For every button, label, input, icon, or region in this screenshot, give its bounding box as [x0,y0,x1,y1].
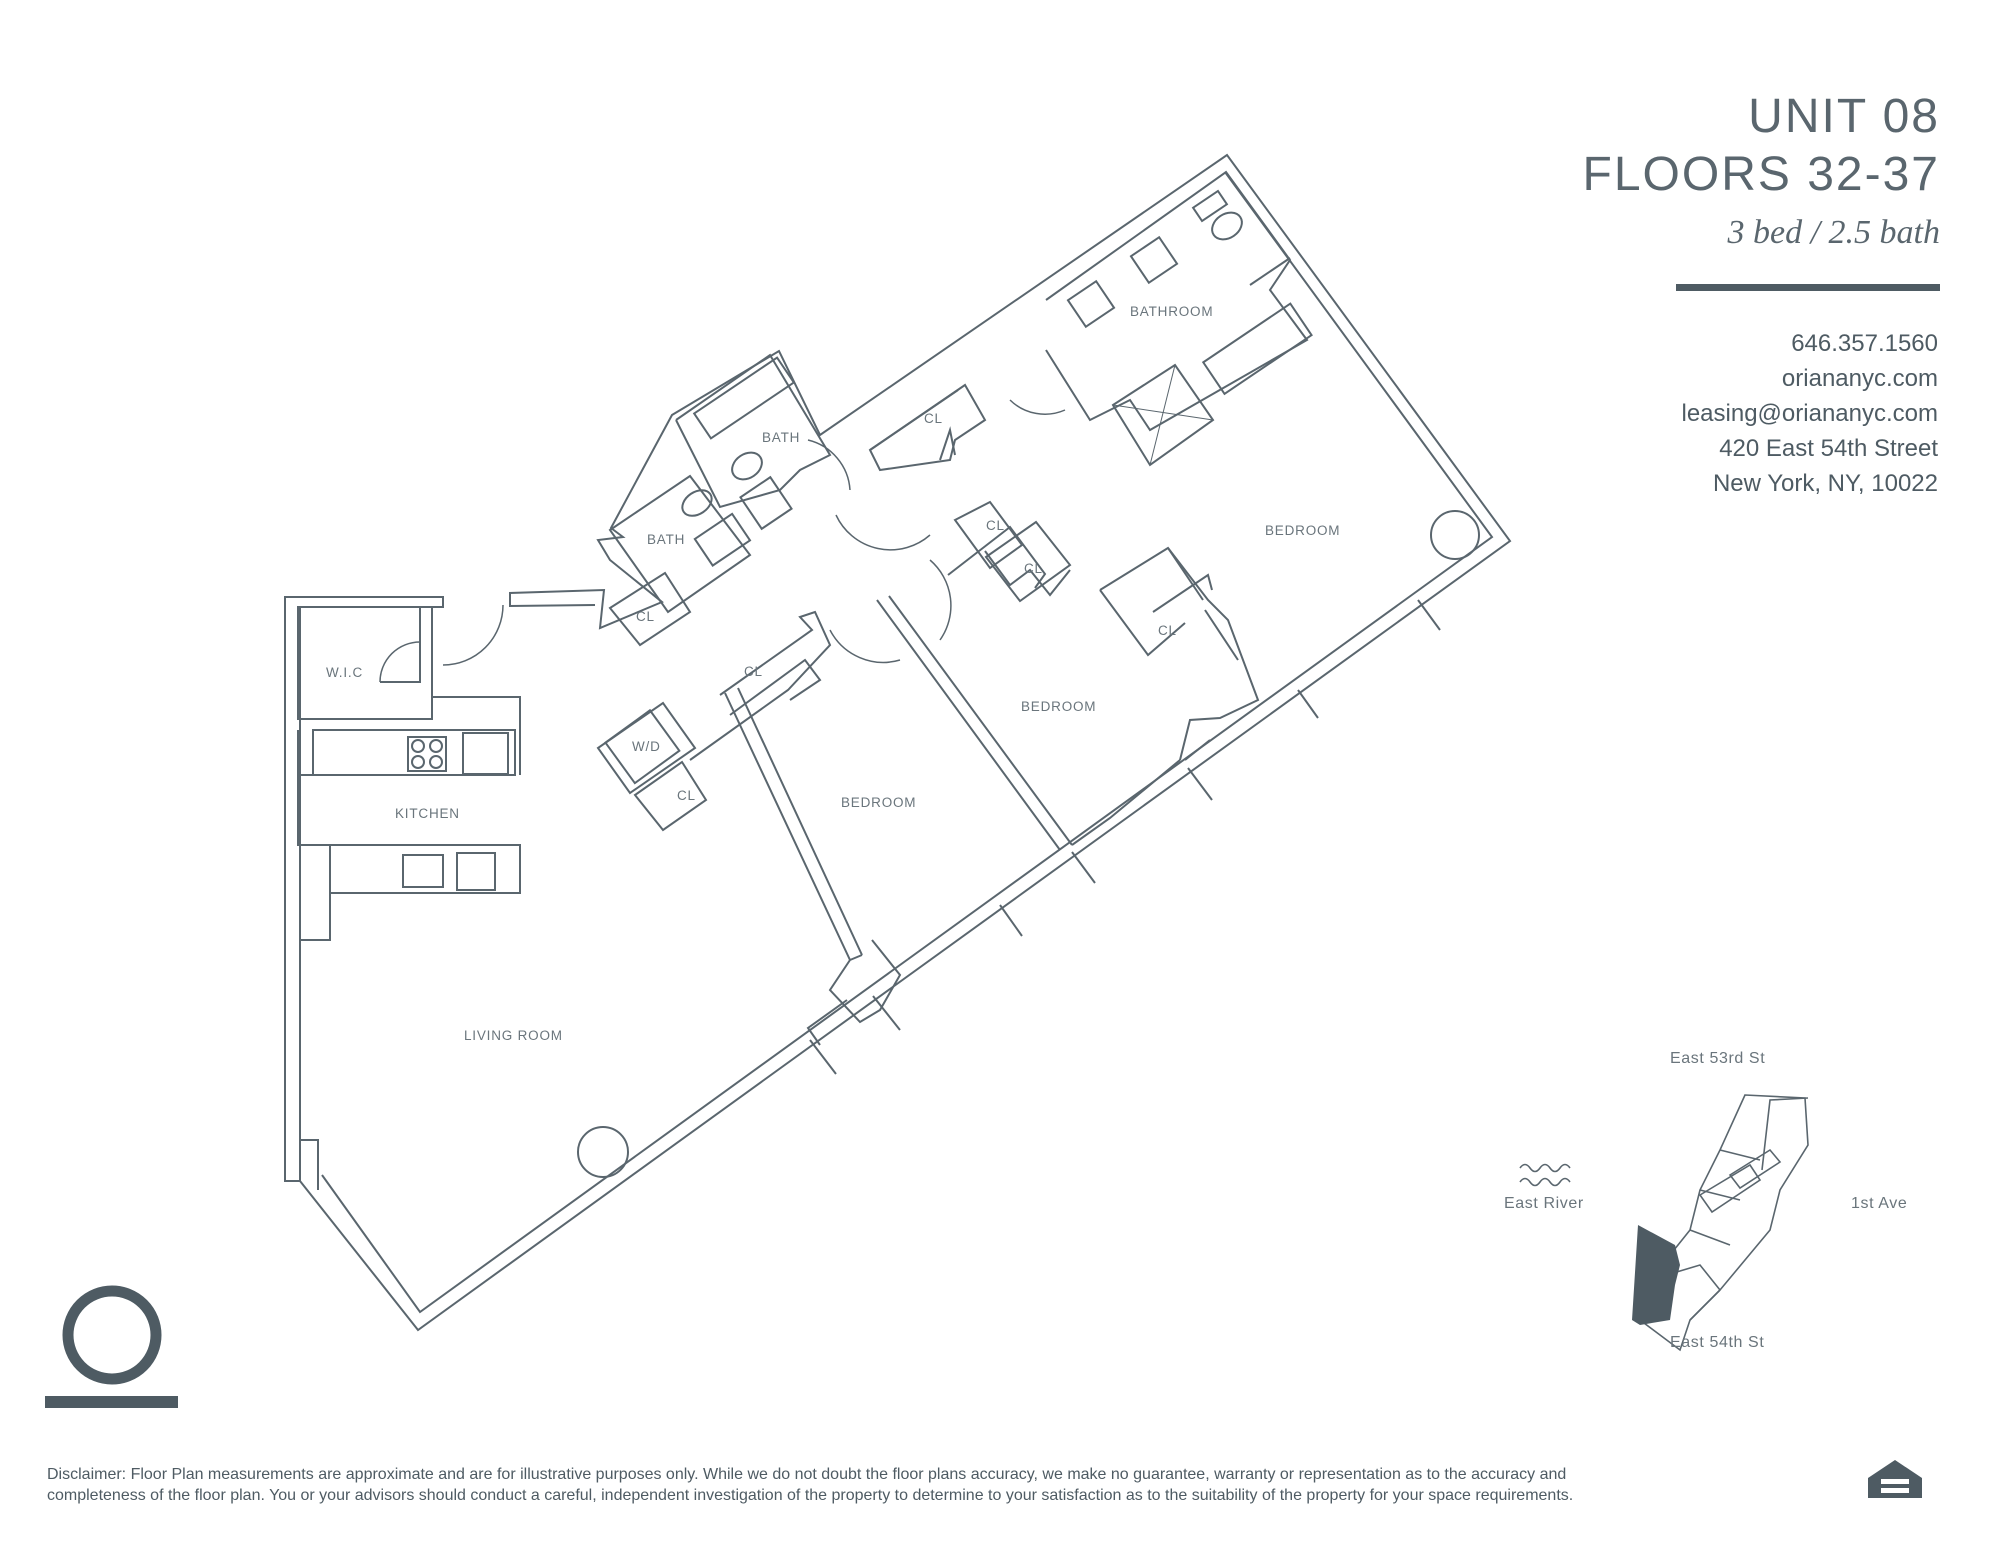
oriana-logo [45,1285,178,1408]
fridge [462,732,509,775]
disclaimer-line2: completeness of the floor plan. You or y… [47,1487,1574,1504]
key-map-east-label: 1st Ave [1851,1195,1907,1212]
exterior-wall-diagonal [299,153,1512,1332]
label-cl-bed-left: CL [744,664,763,679]
disclaimer-line1: Disclaimer: Floor Plan measurements are … [47,1466,1567,1483]
kitchen-sink [402,854,444,888]
exterior-wall-inner [321,171,1494,1314]
label-cl-entry: CL [636,609,655,624]
label-bedroom-left: BEDROOM [841,795,916,810]
label-bath-lower: BATH [647,532,685,547]
beds-baths: 3 bed / 2.5 bath [1727,214,1940,251]
label-bath-upper: BATH [762,430,800,445]
column-right [1430,510,1480,560]
wic-room [297,606,433,720]
label-kitchen: KITCHEN [395,806,460,821]
unit-title: UNIT 08 [1748,90,1940,143]
equal-housing-icon [1868,1460,1922,1498]
title-rule [1676,284,1940,291]
key-map-south-label: East 54th St [1670,1334,1764,1351]
label-cl-wd: CL [677,788,696,803]
exterior-wall [284,596,444,1182]
address-line2: New York, NY, 10022 [1712,470,1938,497]
phone[interactable]: 646.357.1560 [1791,330,1938,357]
kitchen-counter-top [312,729,516,776]
key-map-west-label: East River [1504,1195,1584,1212]
label-cl-hall-top: CL [924,411,943,426]
label-bathroom: BATHROOM [1130,304,1213,319]
column-left [577,1126,629,1178]
label-cl-hall-mid: CL [986,518,1005,533]
label-bedroom-right: BEDROOM [1265,523,1340,538]
floors-title: FLOORS 32-37 [1582,148,1940,201]
label-wd: W/D [632,739,661,754]
label-bedroom-middle: BEDROOM [1021,699,1096,714]
label-wic: W.I.C [326,665,363,680]
key-map-north-label: East 53rd St [1670,1050,1765,1067]
label-cl-bed-mid: CL [1024,561,1043,576]
cooktop [407,736,447,772]
label-cl-bed-right: CL [1158,623,1177,638]
disclaimer: Disclaimer: Floor Plan measurements are … [47,1464,1847,1506]
email-link[interactable]: leasing@oriananyc.com [1681,400,1939,427]
dishwasher [456,852,496,891]
address-line1: 420 East 54th Street [1719,435,1938,462]
label-living-room: LIVING ROOM [464,1028,563,1043]
title-block: UNIT 08 FLOORS 32-37 3 bed / 2.5 bath [1583,88,1940,252]
key-map-unit-highlight [1632,1225,1680,1325]
contact-block: 646.357.1560 oriananyc.com leasing@orian… [1682,326,1939,501]
website-link[interactable]: oriananyc.com [1781,365,1938,392]
